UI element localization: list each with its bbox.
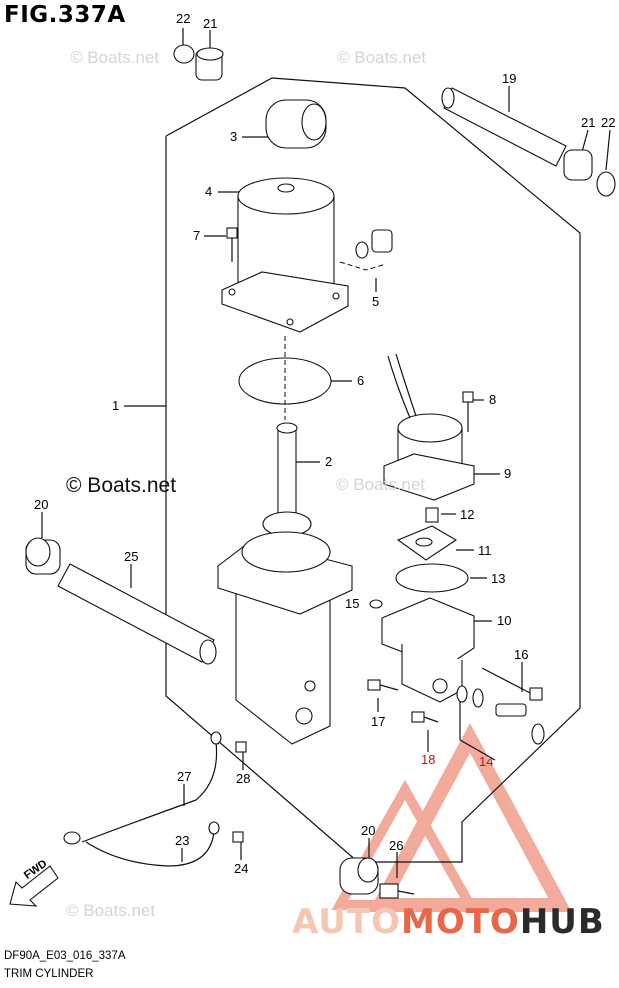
callout-12: 12 <box>460 507 475 522</box>
callout-5: 5 <box>372 294 380 309</box>
watermark-boats-net: © Boats.net <box>337 48 427 67</box>
bushing-21b <box>563 149 593 181</box>
callout-22: 22 <box>601 115 616 130</box>
brand-part-auto: AUTO <box>292 902 401 942</box>
pin-19 <box>441 87 567 167</box>
callout-3: 3 <box>230 129 238 144</box>
wire-27 <box>81 731 222 843</box>
callout-27: 27 <box>177 769 192 784</box>
valve-set-14 <box>456 685 545 745</box>
leader-lines <box>41 28 611 878</box>
cylinder-body <box>217 531 353 745</box>
callout-15: 15 <box>345 596 360 611</box>
callout-11: 11 <box>478 543 492 558</box>
automotohub-watermark: AUTOMOTOHUB <box>292 902 605 942</box>
brand-part-moto: MOTO <box>400 902 520 942</box>
callout-25: 25 <box>124 549 139 564</box>
trim-motor-9 <box>383 353 475 501</box>
callout-13: 13 <box>491 571 506 586</box>
brand-part-hub: HUB <box>519 902 605 942</box>
callout-28: 28 <box>236 771 251 786</box>
logo-triangle-watermark <box>331 723 572 912</box>
callout-10: 10 <box>497 613 512 628</box>
assembly-outline <box>165 77 581 863</box>
callout-20: 20 <box>34 497 49 512</box>
screw-24 <box>232 831 244 843</box>
callout-18: 18 <box>421 752 436 767</box>
callout-19: 19 <box>502 71 517 86</box>
wire-23 <box>63 821 220 867</box>
coupling-12 <box>425 507 439 523</box>
piston-rod-2 <box>262 422 312 537</box>
callout-26: 26 <box>389 838 404 853</box>
plug-5 <box>339 229 393 271</box>
callout-22: 22 <box>176 11 191 26</box>
o-ring-15 <box>369 599 383 609</box>
watermark-boats-net: © Boats.net <box>70 48 160 67</box>
watermark-boats-net: © Boats.net <box>336 475 426 494</box>
bolt-18 <box>411 711 439 723</box>
reservoir-4 <box>221 177 349 333</box>
figure-caption: TRIM CYLINDER <box>4 968 94 980</box>
watermark-boats-net: © Boats.net <box>66 901 156 920</box>
bolt-17 <box>367 679 399 691</box>
cap-3 <box>265 99 327 149</box>
screw-8 <box>462 391 474 432</box>
watermark-boats-net-dark: © Boats.net <box>66 474 177 497</box>
callout-17: 17 <box>371 714 386 729</box>
o-ring-13 <box>395 563 469 593</box>
figure-title: FIG.337A <box>4 2 126 28</box>
circlip-22a <box>173 44 195 64</box>
circlip-22b <box>596 171 616 197</box>
pump-body-10 <box>381 597 475 703</box>
callout-23: 23 <box>175 833 190 848</box>
pin-25 <box>57 563 217 665</box>
callout-20: 20 <box>361 823 376 838</box>
callout-7: 7 <box>193 228 201 243</box>
callout-21: 21 <box>203 16 218 31</box>
callout-14: 14 <box>479 754 494 769</box>
bushing-20a <box>25 537 61 575</box>
callout-21: 21 <box>581 115 596 130</box>
bushing-21a <box>195 47 224 81</box>
bolt-16 <box>481 667 543 701</box>
callout-16: 16 <box>514 647 529 662</box>
bolt-26 <box>379 883 415 899</box>
figure-code: DF90A_E03_016_337A <box>4 950 126 962</box>
callout-4: 4 <box>205 184 213 199</box>
screw-28 <box>235 741 247 753</box>
callout-1: 1 <box>112 398 120 413</box>
callout-9: 9 <box>504 466 512 481</box>
gear-pump-11 <box>396 525 458 561</box>
callout-24: 24 <box>234 861 249 876</box>
callout-2: 2 <box>325 454 333 469</box>
fwd-arrow-icon <box>9 865 59 907</box>
bushing-20b <box>339 857 379 895</box>
bolt-7 <box>226 227 238 262</box>
callout-6: 6 <box>357 373 365 388</box>
callout-8: 8 <box>489 392 497 407</box>
